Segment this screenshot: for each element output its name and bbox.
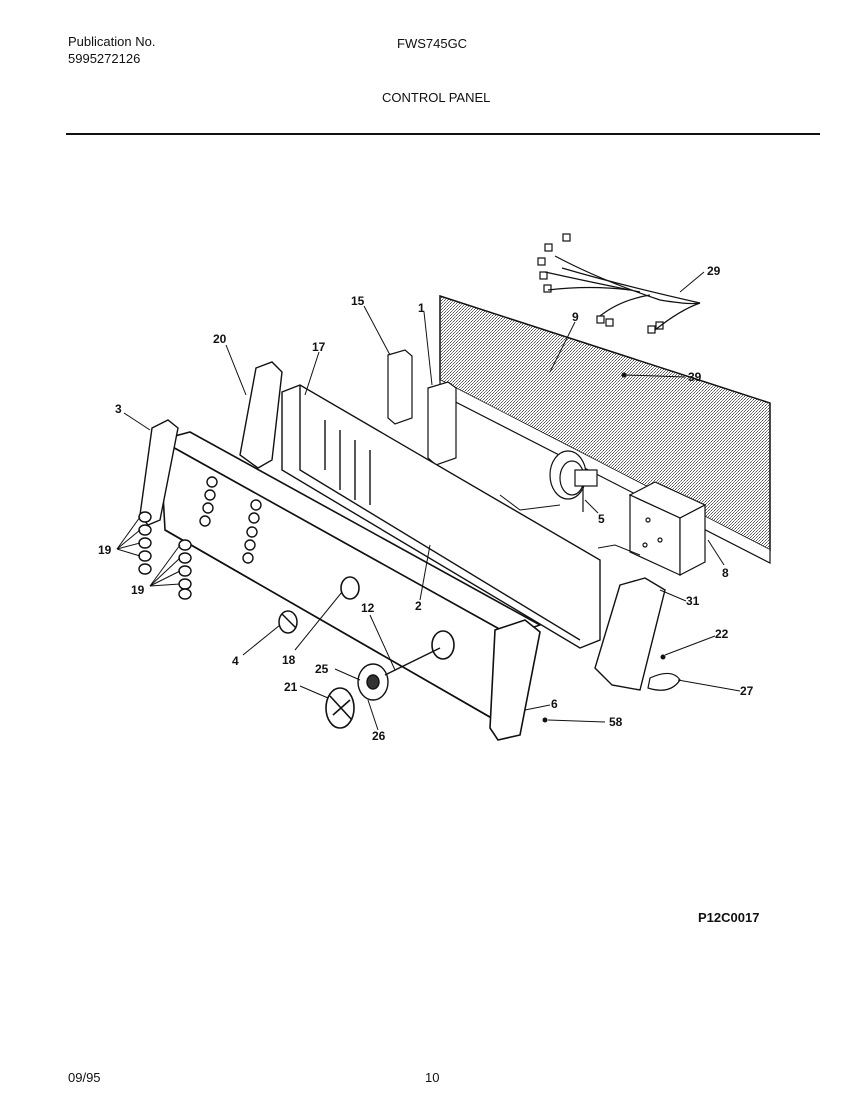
publication-number: 5995272126 [68, 51, 141, 66]
part-label: 9 [572, 310, 579, 324]
part-label: 20 [213, 332, 227, 346]
section-title: CONTROL PANEL [382, 90, 491, 105]
end-cap-right [489, 619, 541, 741]
end-bracket-right [594, 577, 666, 691]
timer-assembly [628, 481, 707, 576]
part-label: 58 [609, 715, 623, 729]
pressure-switch [549, 450, 598, 512]
part-label: 19 [98, 543, 112, 557]
part-label: 8 [722, 566, 729, 580]
part-label: 15 [351, 294, 365, 308]
end-bracket-left [239, 361, 283, 469]
part-label: 6 [551, 697, 558, 711]
push-buttons [138, 476, 262, 600]
part-label: 25 [315, 662, 329, 676]
part-label: 27 [740, 684, 754, 698]
part-label: 39 [688, 370, 702, 384]
part-label: 4 [232, 654, 239, 668]
publication-label: Publication No. [68, 34, 156, 49]
small-knob [278, 610, 298, 634]
part-label: 31 [686, 594, 700, 608]
part-label: 21 [284, 680, 298, 694]
header-rule [66, 133, 820, 135]
part-label: 2 [415, 599, 422, 613]
part-label: 1 [418, 301, 425, 315]
revision-date: 09/95 [68, 1070, 101, 1085]
switch-bracket [387, 349, 457, 466]
part-label: 26 [372, 729, 386, 743]
panel-back-frame [281, 384, 601, 649]
wire-harness [537, 233, 701, 334]
part-labels: 29 15 1 9 39 20 17 3 5 8 19 19 31 22 12 … [98, 264, 754, 743]
console-panel [157, 431, 542, 722]
page-number: 10 [425, 1070, 440, 1085]
model-number: FWS745GC [397, 36, 468, 51]
part-label: 19 [131, 583, 145, 597]
part-label: 12 [361, 601, 375, 615]
part-label: 29 [707, 264, 721, 278]
timer-dial [357, 647, 441, 701]
drawing-code: P12C0017 [698, 910, 760, 925]
timer-knob [325, 687, 355, 729]
part-label: 5 [598, 512, 605, 526]
part-label: 18 [282, 653, 296, 667]
part-label: 22 [715, 627, 729, 641]
part-label: 17 [312, 340, 326, 354]
part-label: 3 [115, 402, 122, 416]
